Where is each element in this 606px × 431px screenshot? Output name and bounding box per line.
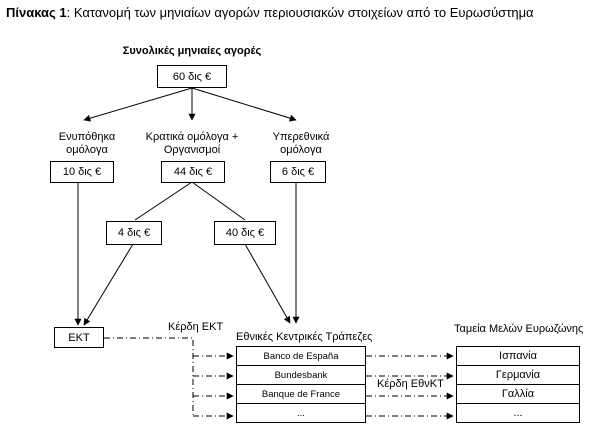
ecb-profits-label: Κέρδη ΕΚΤ [168, 321, 224, 333]
ncb-row: Banque de France [236, 384, 366, 404]
split-left-box: 4 δις € [106, 221, 162, 245]
ncb-row: Bundesbank [236, 365, 366, 385]
flow-ecb-profits [104, 337, 194, 416]
funds-table: Ισπανία Γερμανία Γαλλία ... [456, 346, 580, 423]
category-mbs-line2: ομόλογα [66, 144, 108, 156]
category-mbs-label: Ενυπόθηκα ομόλογα [42, 131, 132, 157]
category-gov-line2: Οργανισμοί [163, 144, 221, 156]
line-gov-to-40 [191, 181, 246, 221]
arrow-total-to-mbs [83, 87, 193, 122]
split-right-box: 40 δις € [214, 221, 276, 245]
ncb-header: Εθνικές Κεντρικές Τράπεζες [236, 331, 373, 343]
category-supra-line2: ομόλογα [280, 144, 322, 156]
page-title: Πίνακας 1: Κατανομή των μηνιαίων αγορών … [6, 5, 534, 20]
category-supra-line1: Υπερεθνικά [272, 131, 330, 143]
category-supra-box: 6 δις € [270, 161, 326, 183]
ncb-row: Banco de España [236, 346, 366, 366]
title-text: Κατανομή των μηνιαίων αγορών περιουσιακώ… [73, 5, 534, 20]
category-supra-label: Υπερεθνικά ομόλογα [256, 131, 346, 157]
ecb-box: ΕΚΤ [54, 327, 104, 348]
category-gov-box: 44 δις € [161, 161, 225, 183]
title-prefix: Πίνακας 1 [6, 5, 67, 20]
category-mbs-line1: Ενυπόθηκα [58, 131, 116, 143]
ncb-profits-label: Κέρδη ΕθνΚΤ [375, 378, 446, 391]
ncb-table: Banco de España Bundesbank Banque de Fra… [236, 346, 366, 423]
line-gov-to-4 [134, 181, 193, 221]
fund-row: Ισπανία [456, 346, 580, 366]
fund-row: ... [456, 403, 580, 423]
fund-row: Γαλλία [456, 384, 580, 404]
arrow-4-to-ecb [83, 243, 134, 326]
funds-header: Ταμεία Μελών Ευρωζώνης [454, 323, 584, 335]
category-gov-line1: Κρατικά ομόλογα + [145, 131, 239, 143]
arrow-40-to-ncb [244, 243, 291, 324]
category-mbs-box: 10 δις € [50, 161, 114, 183]
arrow-total-to-supra [191, 87, 297, 122]
total-box: 60 δις € [157, 65, 227, 88]
total-label: Συνολικές μηνιαίες αγορές [122, 45, 262, 57]
ncb-row: ... [236, 403, 366, 423]
fund-row: Γερμανία [456, 365, 580, 385]
category-gov-label: Κρατικά ομόλογα + Οργανισμοί [137, 131, 247, 157]
